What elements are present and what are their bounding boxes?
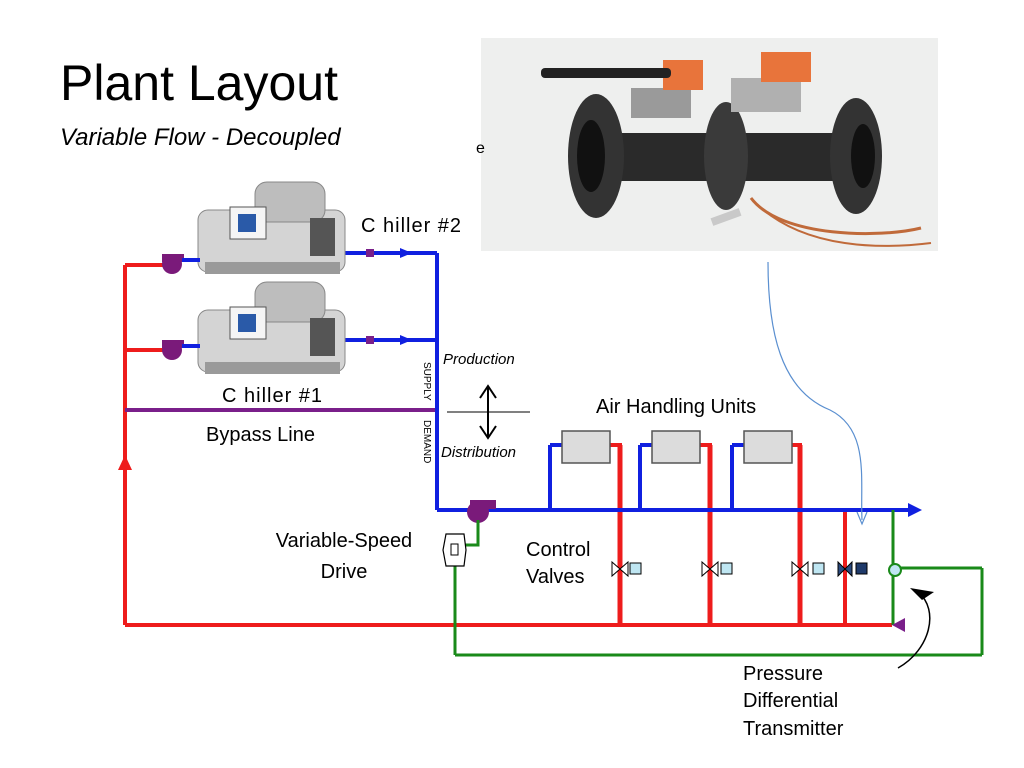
production-label: Production: [443, 351, 515, 368]
pump-icon: [162, 254, 200, 274]
return-flow-arrow: [118, 455, 132, 470]
pdt-label-line2: Differential: [743, 690, 839, 712]
photo-pointer-line: [767, 261, 863, 521]
valve-photo-illustration: [541, 52, 932, 247]
supply-label: SUPPLY: [421, 362, 432, 401]
pump-icon: [467, 500, 496, 523]
ahu-icon: [651, 430, 701, 464]
page-subtitle: Variable Flow - Decoupled: [60, 124, 341, 151]
valve-photo: [481, 38, 938, 251]
supply-flow-arrow: [908, 503, 922, 517]
vsd-label-line1: Variable-Speed: [275, 530, 413, 552]
pdt-label-line1: Pressure: [743, 663, 824, 685]
double-arrow-icon: [479, 384, 497, 440]
vsd-label-line2: Drive: [320, 561, 368, 583]
pdt-label-line3: Transmitter: [743, 718, 844, 740]
ahu-icon: [561, 430, 611, 464]
transmitter-icon: [888, 563, 902, 577]
chiller-icon: [197, 181, 346, 274]
ahu-icon: [743, 430, 793, 464]
valve-icon: [701, 560, 733, 578]
control-valves-label-line2: Valves: [526, 566, 585, 588]
bypass-line-label: Bypass Line: [206, 424, 315, 446]
chiller-icon: [197, 281, 346, 374]
chiller-2-label: C hiller #2: [361, 215, 463, 237]
page-title: Plant Layout: [60, 55, 338, 111]
photo-text-fragment: e: [476, 140, 485, 157]
vsd-icon: [442, 533, 467, 567]
chiller-1-label: C hiller #1: [222, 385, 324, 407]
valve-icon: [837, 560, 868, 578]
demand-label: DEMAND: [421, 420, 432, 464]
pump-icon: [162, 340, 200, 360]
valve-icon: [611, 560, 642, 578]
supply-piping: [345, 251, 915, 512]
distribution-label: Distribution: [441, 444, 517, 461]
control-valves-label-line1: Control: [526, 539, 591, 561]
air-handling-units-label: Air Handling Units: [596, 396, 757, 418]
valve-icon: [791, 560, 825, 578]
